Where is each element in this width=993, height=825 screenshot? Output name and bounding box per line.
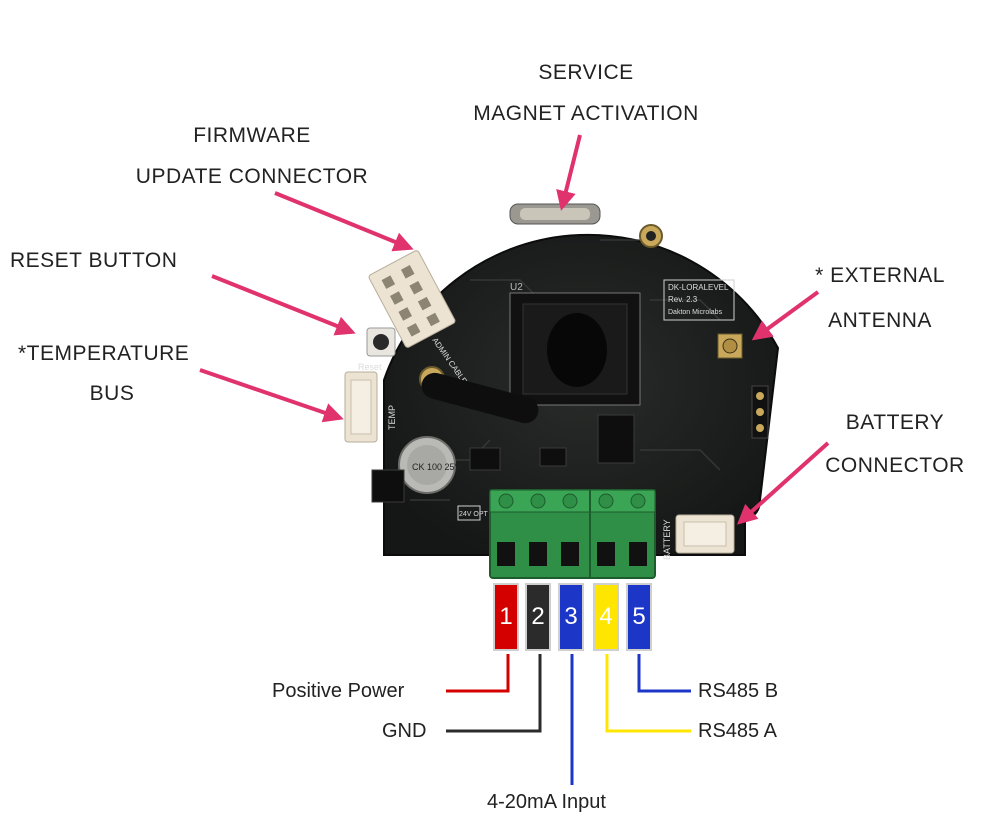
mounting-holes <box>639 224 663 248</box>
arrow-reset <box>211 274 356 336</box>
wire-positive-power <box>446 654 510 693</box>
terminal-block <box>489 489 656 579</box>
pin-1-number: 1 <box>499 603 513 630</box>
silkscreen-cap: CK 100 25V <box>412 462 461 472</box>
label-antenna: ANTENNA <box>828 309 932 332</box>
label-temperature: *TEMPERATURE <box>18 342 190 365</box>
silkscreen-model: DK-LORALEVEL <box>668 283 729 292</box>
label-battery: BATTERY <box>845 411 945 434</box>
electrolytic-capacitor: CK 100 25V <box>398 436 461 494</box>
arrow-antenna <box>751 290 820 341</box>
wire-label-4-20ma: 4-20mA Input <box>487 791 606 813</box>
silkscreen-label-box: DK-LORALEVEL Rev. 2.3 Dakton Microlabs <box>663 279 735 321</box>
firmware-connector: ADMIN CABLE <box>368 250 469 386</box>
wire-label-rs485-b: RS485 B <box>698 680 779 702</box>
label-update-connector: UPDATE CONNECTOR <box>135 165 369 188</box>
pin-2-number: 2 <box>531 603 545 630</box>
jumper-header <box>751 385 769 439</box>
label-bus: BUS <box>89 382 135 405</box>
small-ics <box>371 414 645 530</box>
arrow-battery <box>737 441 830 525</box>
label-magnet-activation: MAGNET ACTIVATION <box>473 102 699 125</box>
pin-4: 4 <box>593 583 619 651</box>
silkscreen-batt: BATTERY <box>662 519 672 560</box>
label-connector: CONNECTOR <box>825 454 965 477</box>
wire-rs485-b <box>637 654 691 693</box>
silkscreen-volt: 24V OPT <box>459 511 489 518</box>
pin-4-number: 4 <box>599 603 613 630</box>
label-service: SERVICE <box>538 61 634 84</box>
arrow-firmware <box>274 191 414 252</box>
label-external: * EXTERNAL <box>815 264 945 287</box>
silkscreen-reset: Reset <box>358 362 382 372</box>
wire-label-rs485-a: RS485 A <box>698 720 777 742</box>
wire-label-gnd: GND <box>382 720 427 742</box>
reed-switch <box>509 203 601 225</box>
inductor-component <box>419 366 539 424</box>
pin-5: 5 <box>626 583 652 651</box>
voltage-jumper-box <box>457 505 481 521</box>
arrow-temperature <box>199 368 344 423</box>
wire-gnd <box>446 654 542 733</box>
antenna-connector <box>717 333 743 359</box>
silkscreen-u2: U2 <box>510 282 523 293</box>
pin-1: 1 <box>493 583 519 651</box>
pin-2: 2 <box>525 583 551 651</box>
arrow-service <box>556 134 582 211</box>
battery-connector-component: BATTERY <box>662 514 735 560</box>
main-chip-u2: U2 <box>509 282 641 406</box>
pin-wires <box>446 654 691 785</box>
callout-arrows <box>199 134 830 525</box>
silkscreen-rev: Rev. 2.3 <box>668 295 698 304</box>
wire-label-positive-power: Positive Power <box>272 680 405 702</box>
silkscreen-maker: Dakton Microlabs <box>668 309 723 316</box>
silkscreen-temp: TEMP <box>387 405 397 430</box>
reset-button-component: Reset <box>358 327 396 372</box>
pin-5-number: 5 <box>632 603 646 630</box>
pin-3: 3 <box>558 583 584 651</box>
label-firmware: FIRMWARE <box>193 124 311 147</box>
wire-rs485-a <box>605 654 691 733</box>
label-reset-button: RESET BUTTON <box>10 249 178 272</box>
temperature-connector: TEMP <box>344 371 397 443</box>
pin-3-number: 3 <box>564 603 578 630</box>
